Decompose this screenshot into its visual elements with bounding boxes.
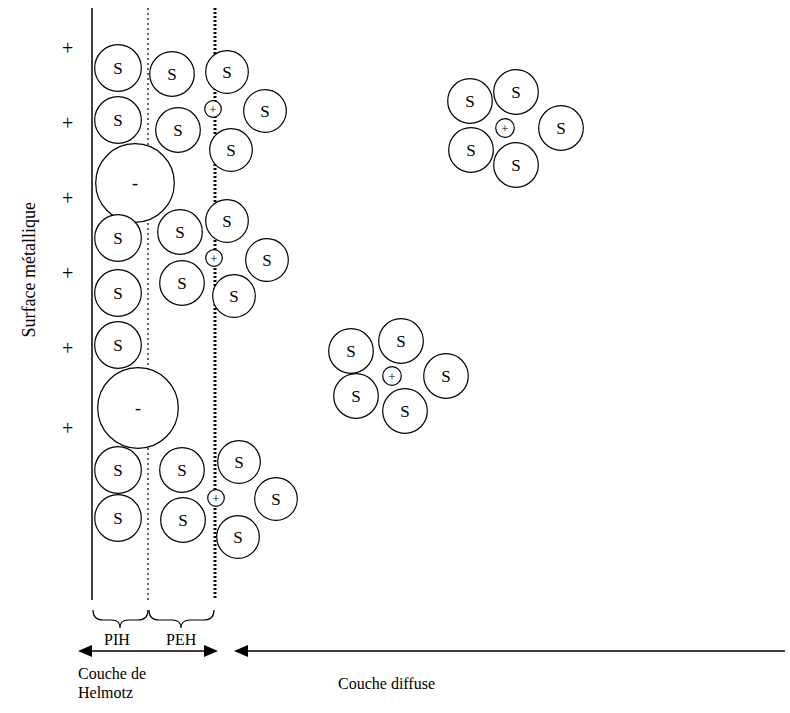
solvent-circle: S [94, 446, 142, 494]
solvent-circle: S [328, 328, 374, 374]
circle-text: S [229, 288, 238, 305]
circle-text: S [271, 491, 280, 508]
peh-brace [149, 610, 214, 628]
circle-text: S [113, 285, 122, 302]
helmholtz-arrow [88, 650, 208, 652]
charge-sign: + [62, 261, 73, 285]
circle-text: S [178, 512, 187, 529]
cation-circle: + [204, 100, 222, 118]
anion-circle: - [95, 143, 175, 223]
circle-text: - [132, 174, 138, 192]
vertical-label: Surface métallique [19, 202, 41, 337]
solvent-circle: S [155, 107, 201, 153]
circle-text: S [113, 337, 122, 354]
solvent-circle: S [538, 105, 584, 151]
cation-circle: + [205, 249, 223, 267]
circle-text: S [511, 84, 520, 101]
arrow-head [204, 645, 218, 657]
cation-circle: + [207, 489, 225, 507]
circle-text: S [234, 454, 243, 471]
solvent-circle: S [205, 50, 249, 94]
solvent-circle: S [94, 96, 142, 144]
circle-text: + [501, 122, 508, 135]
solvent-circle: S [94, 494, 142, 542]
circle-text: S [222, 64, 231, 81]
circle-text: S [466, 142, 475, 159]
solvent-circle: S [333, 373, 379, 419]
circle-text: S [556, 120, 565, 137]
plane-label: PIH [104, 630, 130, 649]
plane-label: PEH [166, 630, 196, 649]
charge-sign: + [62, 186, 73, 210]
solvent-circle: S [159, 260, 205, 306]
circle-text: S [346, 343, 355, 360]
circle-text: - [135, 399, 141, 417]
circle-text: S [441, 368, 450, 385]
solvent-circle: S [205, 199, 249, 243]
circle-text: S [226, 142, 235, 159]
solvent-circle: S [423, 353, 469, 399]
circle-text: S [177, 275, 186, 292]
metal-surface [91, 8, 93, 600]
pih-brace [93, 610, 148, 628]
solvent-circle: S [245, 238, 289, 282]
circle-text: S [173, 122, 182, 139]
diffuse-arrow [245, 650, 785, 652]
layer-label: Couche diffuse [338, 674, 435, 693]
solvent-circle: S [160, 497, 206, 543]
circle-text: S [175, 224, 184, 241]
circle-text: S [113, 230, 122, 247]
cation-circle: + [382, 366, 402, 386]
pih-plane [147, 8, 148, 600]
solvent-circle: S [157, 209, 203, 255]
solvent-circle: S [212, 274, 256, 318]
circle-text: S [113, 462, 122, 479]
circle-text: S [400, 403, 409, 420]
circle-text: + [210, 252, 217, 265]
solvent-circle: S [94, 321, 142, 369]
circle-text: S [396, 333, 405, 350]
circle-text: S [233, 529, 242, 546]
solvent-circle: S [149, 51, 195, 97]
circle-text: S [177, 462, 186, 479]
solvent-circle: S [94, 44, 142, 92]
solvent-circle: S [217, 440, 261, 484]
solvent-circle: S [493, 69, 539, 115]
charge-sign: + [62, 36, 73, 60]
circle-text: S [222, 213, 231, 230]
cation-circle: + [495, 118, 515, 138]
anion-circle: - [97, 367, 179, 449]
circle-text: S [167, 66, 176, 83]
circle-text: S [260, 103, 269, 120]
charge-sign: + [62, 111, 73, 135]
solvent-circle: S [493, 142, 539, 188]
circle-text: S [511, 157, 520, 174]
solvent-circle: S [94, 214, 142, 262]
circle-text: S [262, 252, 271, 269]
solvent-circle: S [447, 78, 493, 124]
solvent-circle: S [254, 477, 298, 521]
circle-text: S [351, 388, 360, 405]
circle-text: + [388, 370, 395, 383]
solvent-circle: S [243, 89, 287, 133]
circle-text: S [465, 93, 474, 110]
solvent-circle: S [159, 447, 205, 493]
circle-text: + [212, 492, 219, 505]
solvent-circle: S [382, 388, 428, 434]
solvent-circle: S [448, 127, 494, 173]
solvent-circle: S [216, 515, 260, 559]
layer-label: Couche de Helmotz [78, 664, 203, 702]
circle-text: + [209, 103, 216, 116]
arrow-head [78, 645, 92, 657]
circle-text: S [113, 510, 122, 527]
circle-text: S [113, 60, 122, 77]
solvent-circle: S [94, 269, 142, 317]
arrow-head [234, 645, 248, 657]
charge-sign: + [62, 336, 73, 360]
charge-sign: + [62, 416, 73, 440]
solvent-circle: S [378, 318, 424, 364]
solvent-circle: S [209, 128, 253, 172]
circle-text: S [113, 112, 122, 129]
